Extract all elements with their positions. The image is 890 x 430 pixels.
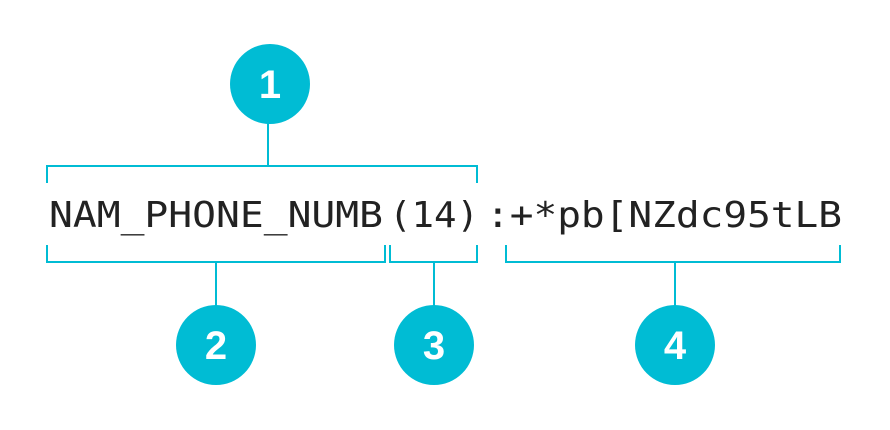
field-length-text: (14) bbox=[389, 195, 479, 236]
field-name-text: NAM_PHONE_NUMB bbox=[49, 195, 383, 236]
callout-number-4: 4 bbox=[664, 324, 687, 368]
callout-badge-4: 4 bbox=[635, 305, 715, 385]
callout-number-3: 3 bbox=[423, 324, 445, 368]
callout-badge-3: 3 bbox=[394, 305, 474, 385]
callout-number-1: 1 bbox=[259, 63, 281, 107]
bracket-4-bottom bbox=[505, 245, 841, 308]
callout-badge-1: 1 bbox=[230, 44, 310, 124]
bracket-3-bottom bbox=[389, 245, 478, 308]
callout-number-2: 2 bbox=[205, 324, 227, 368]
field-value-text: :+*pb[NZdc95tLB bbox=[486, 195, 842, 236]
callout-badge-2: 2 bbox=[176, 305, 256, 385]
bracket-2-bottom bbox=[46, 245, 386, 308]
bracket-1-top bbox=[46, 122, 478, 183]
